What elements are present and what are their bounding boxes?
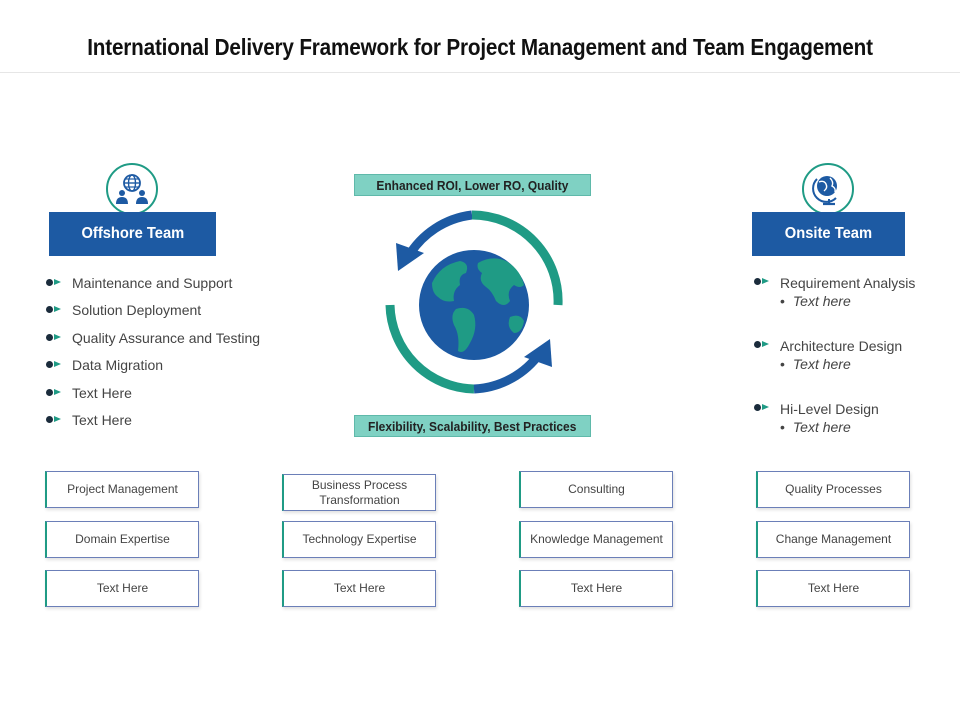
feature-box: Quality Processes — [756, 471, 910, 508]
feature-box: Knowledge Management — [519, 521, 673, 558]
feature-box: Business Process Transformation — [282, 474, 436, 511]
feature-box: Domain Expertise — [45, 521, 199, 558]
feature-box: Change Management — [756, 521, 910, 558]
earth-cycle-icon — [385, 210, 563, 394]
center-bottom-label: Flexibility, Scalability, Best Practices — [354, 415, 591, 437]
list-item: Solution Deployment — [46, 301, 260, 328]
offshore-list: Maintenance and Support Solution Deploym… — [46, 274, 260, 438]
page-title: International Delivery Framework for Pro… — [87, 34, 873, 60]
bullet-icon — [46, 279, 62, 287]
feature-box: Project Management — [45, 471, 199, 508]
feature-box: Consulting — [519, 471, 673, 508]
people-globe-icon — [106, 163, 158, 215]
bullet-icon — [754, 341, 770, 349]
feature-box: Text Here — [756, 570, 910, 607]
center-top-label: Enhanced ROI, Lower RO, Quality — [354, 174, 591, 196]
feature-box: Text Here — [45, 570, 199, 607]
bullet-icon — [754, 278, 770, 286]
list-item: Text Here — [46, 411, 260, 438]
list-item: Maintenance and Support — [46, 274, 260, 301]
globe-stand-icon — [802, 163, 854, 215]
list-item: Data Migration — [46, 356, 260, 383]
bullet-icon — [46, 361, 62, 369]
onsite-team-header: Onsite Team — [752, 212, 905, 256]
bullet-icon — [46, 333, 62, 342]
feature-box: Text Here — [282, 570, 436, 607]
feature-box: Technology Expertise — [282, 521, 436, 558]
title-divider — [0, 72, 960, 73]
bullet-icon — [46, 306, 62, 314]
bullet-icon — [754, 404, 770, 412]
list-item: Quality Assurance and Testing — [46, 329, 260, 356]
feature-box: Text Here — [519, 570, 673, 607]
bullet-icon — [46, 388, 62, 397]
list-item: Text Here — [46, 384, 260, 411]
onsite-item: Hi-Level Design •Text here — [754, 400, 879, 436]
offshore-team-header: Offshore Team — [49, 212, 216, 256]
bullet-icon — [46, 415, 62, 424]
onsite-item: Architecture Design •Text here — [754, 337, 902, 373]
onsite-item: Requirement Analysis •Text here — [754, 274, 915, 310]
